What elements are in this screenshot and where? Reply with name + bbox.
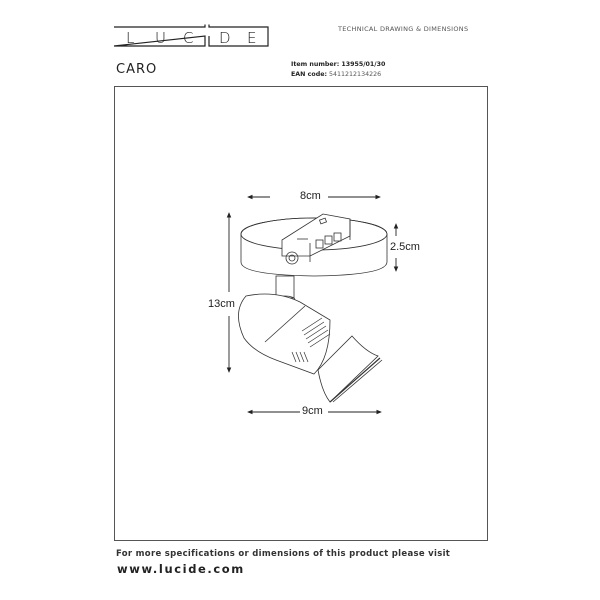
dimension-head-width: 9cm <box>301 405 324 417</box>
dimension-base-height: 2.5cm <box>389 241 421 253</box>
dimension-total-height: 13cm <box>207 298 236 310</box>
dimension-base-width: 8cm <box>299 190 322 202</box>
ean-label: EAN code: <box>291 71 327 78</box>
logo-letter: C <box>183 29 193 47</box>
document-type: TECHNICAL DRAWING & DIMENSIONS <box>338 25 469 33</box>
product-name: CARO <box>116 62 158 77</box>
footer-info-text: For more specifications or dimensions of… <box>116 549 451 559</box>
brand-logo: L U C D E <box>113 24 269 47</box>
logo-letter: D <box>219 29 231 47</box>
item-number-row: Item number: 13955/01/30 <box>291 60 385 70</box>
item-number-label: Item number: <box>291 61 340 68</box>
item-number-value: 13955/01/30 <box>341 61 386 68</box>
ean-row: EAN code: 5411212134226 <box>291 70 385 80</box>
website-link[interactable]: www.lucide.com <box>117 562 245 576</box>
logo-letter: U <box>155 29 166 47</box>
product-meta: Item number: 13955/01/30 EAN code: 54112… <box>291 60 385 80</box>
ean-value: 5411212134226 <box>329 71 382 78</box>
logo-letter: E <box>247 29 256 47</box>
logo-letter: L <box>126 29 134 47</box>
drawing-frame <box>114 86 488 541</box>
